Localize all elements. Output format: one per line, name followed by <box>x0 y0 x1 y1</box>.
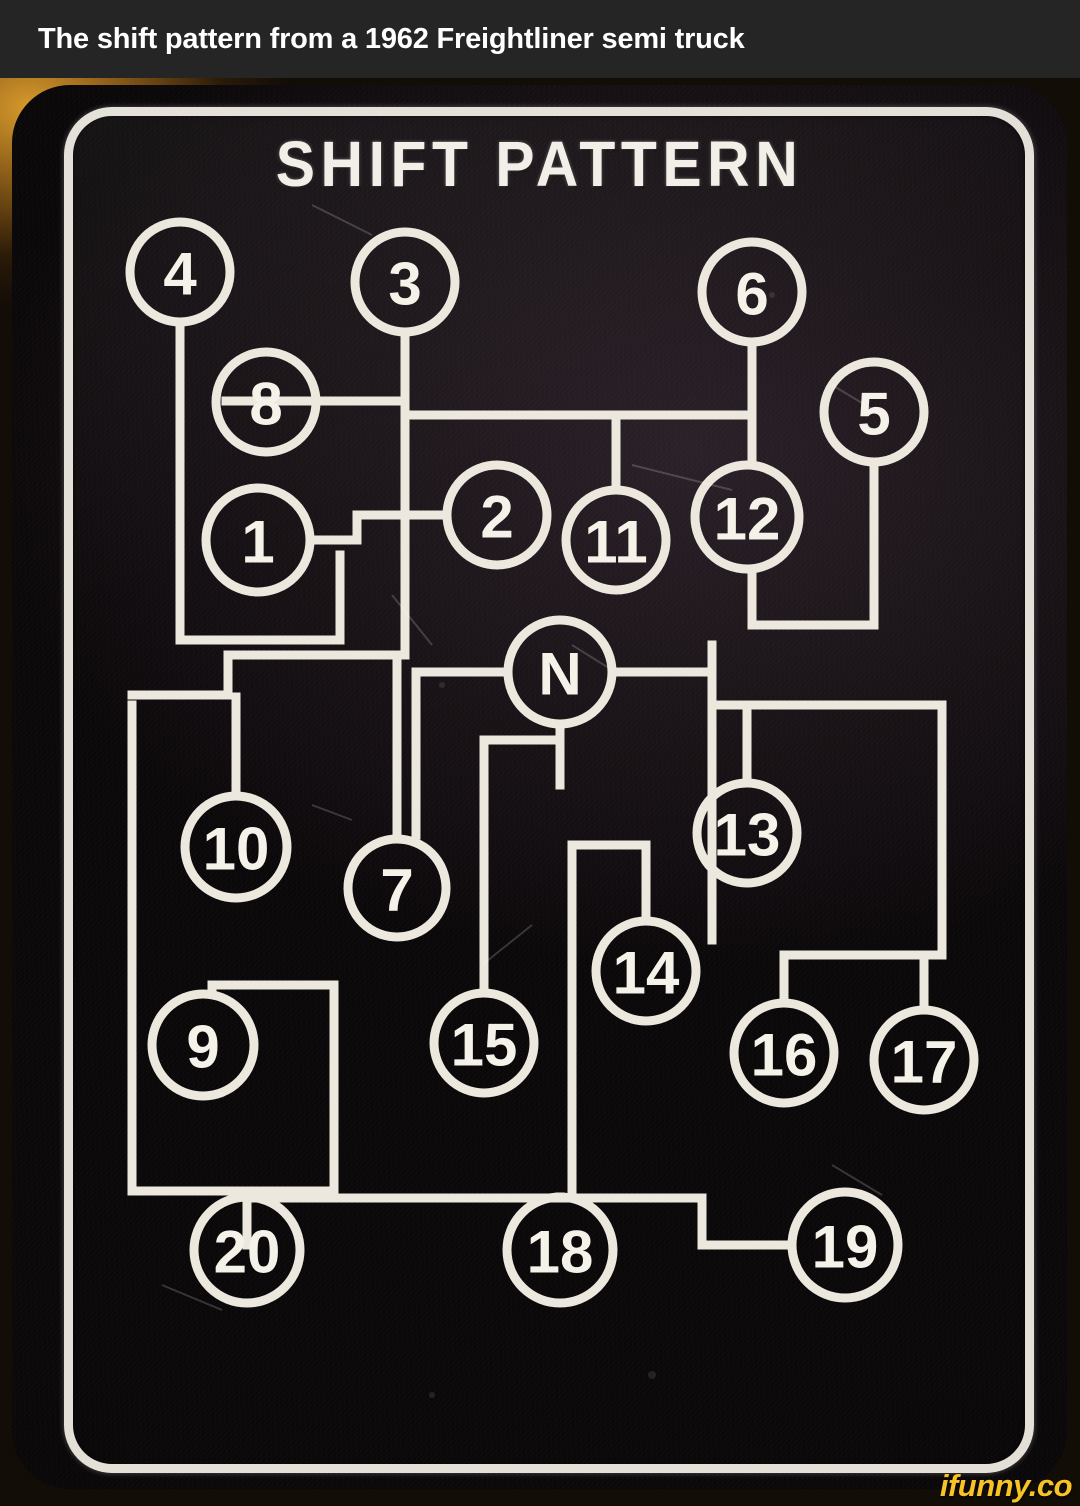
shift-pattern-diagram: 4 3 6 8 5 2 11 12 1N 13 10 7 14 15 9 16 17 20 18 19 <box>125 217 979 1308</box>
gear-node-8: 8 <box>211 347 321 457</box>
gear-node-label: 17 <box>891 1029 958 1096</box>
gear-node-19: 19 <box>787 1187 903 1303</box>
linkage-wire <box>305 510 452 545</box>
gear-node-ring <box>125 217 235 327</box>
gear-node-ring <box>690 460 804 574</box>
gear-node-label: 6 <box>735 261 768 328</box>
gear-node-ring <box>189 1192 305 1308</box>
gear-node-label: 10 <box>203 816 270 883</box>
gear-position-nodes: 4 3 6 8 5 2 11 12 1N 13 10 7 14 15 9 16 17 20 18 19 <box>125 217 979 1308</box>
gear-node-15: 15 <box>429 988 539 1098</box>
linkage-wire <box>607 640 717 677</box>
gear-node-n: N <box>503 615 617 729</box>
gear-node-ring <box>819 357 929 467</box>
gear-node-5: 5 <box>819 357 929 467</box>
gear-node-ring <box>503 615 617 729</box>
gear-node-label: 1 <box>241 509 274 576</box>
gear-node-11: 11 <box>561 485 671 595</box>
gear-node-label: 5 <box>857 381 890 448</box>
linkage-wire <box>567 1193 797 1250</box>
gear-node-label: 19 <box>812 1214 879 1281</box>
gear-node-9: 9 <box>147 989 259 1101</box>
gear-node-label: 18 <box>527 1219 594 1286</box>
linkage-wire <box>242 1192 577 1203</box>
gear-node-label: N <box>538 641 581 708</box>
linkage-wire <box>223 396 410 700</box>
gear-node-label: 7 <box>380 857 413 924</box>
gear-node-ring <box>180 791 292 903</box>
gear-node-ring <box>787 1187 903 1303</box>
gear-node-ring <box>869 1005 979 1115</box>
gear-node-13: 13 <box>692 778 802 888</box>
gear-node-label: 2 <box>480 484 513 551</box>
gear-node-label: 3 <box>388 251 421 318</box>
gear-node-label: 14 <box>613 940 680 1007</box>
gear-node-18: 18 <box>502 1192 618 1308</box>
gear-node-3: 3 <box>350 227 460 337</box>
shift-linkage-wires <box>127 317 947 1250</box>
gear-node-ring <box>697 237 807 347</box>
gear-node-label: 11 <box>584 509 647 576</box>
gear-node-17: 17 <box>869 1005 979 1115</box>
gear-node-ring <box>502 1192 618 1308</box>
gear-node-label: 12 <box>714 486 781 553</box>
linkage-wire <box>175 317 345 645</box>
gear-node-7: 7 <box>343 834 451 942</box>
linkage-wire <box>127 700 339 1196</box>
gear-node-10: 10 <box>180 791 292 903</box>
gear-node-ring <box>729 998 839 1108</box>
gear-node-ring <box>442 460 552 570</box>
linkage-wire <box>707 700 947 1008</box>
gear-node-label: 4 <box>163 241 197 308</box>
plate-title: SHIFT PATTERN <box>275 128 804 200</box>
gear-node-2: 2 <box>442 460 552 570</box>
gear-node-6: 6 <box>697 237 807 347</box>
gear-node-12: 12 <box>690 460 804 574</box>
gear-node-14: 14 <box>591 916 701 1026</box>
caption-bar: The shift pattern from a 1962 Freightlin… <box>0 0 1080 78</box>
gear-node-label: 9 <box>186 1014 219 1081</box>
gear-node-4: 4 <box>125 217 235 327</box>
linkage-wire <box>479 735 565 998</box>
gear-node-ring <box>343 834 451 942</box>
gear-node-ring <box>201 483 315 597</box>
gear-node-label: 15 <box>451 1012 518 1079</box>
gear-node-ring <box>561 485 671 595</box>
gear-node-20: 20 <box>189 1192 305 1308</box>
linkage-wire <box>411 667 513 790</box>
gear-node-ring <box>692 778 802 888</box>
gear-node-ring <box>147 989 259 1101</box>
gear-node-1: 1 <box>201 483 315 597</box>
gear-node-ring <box>350 227 460 337</box>
gear-node-label: 20 <box>214 1219 281 1286</box>
linkage-wire <box>567 840 651 1203</box>
ifunny-watermark: ifunny.co <box>939 1468 1073 1503</box>
gear-node-16: 16 <box>729 998 839 1108</box>
caption-text: The shift pattern from a 1962 Freightlin… <box>38 22 745 55</box>
gear-node-label: 8 <box>249 371 282 438</box>
gear-node-label: 16 <box>751 1022 818 1089</box>
gear-node-label: 13 <box>714 802 781 869</box>
linkage-wire <box>747 457 879 630</box>
gear-node-ring <box>211 347 321 457</box>
gear-node-ring <box>429 988 539 1098</box>
gear-node-ring <box>591 916 701 1026</box>
